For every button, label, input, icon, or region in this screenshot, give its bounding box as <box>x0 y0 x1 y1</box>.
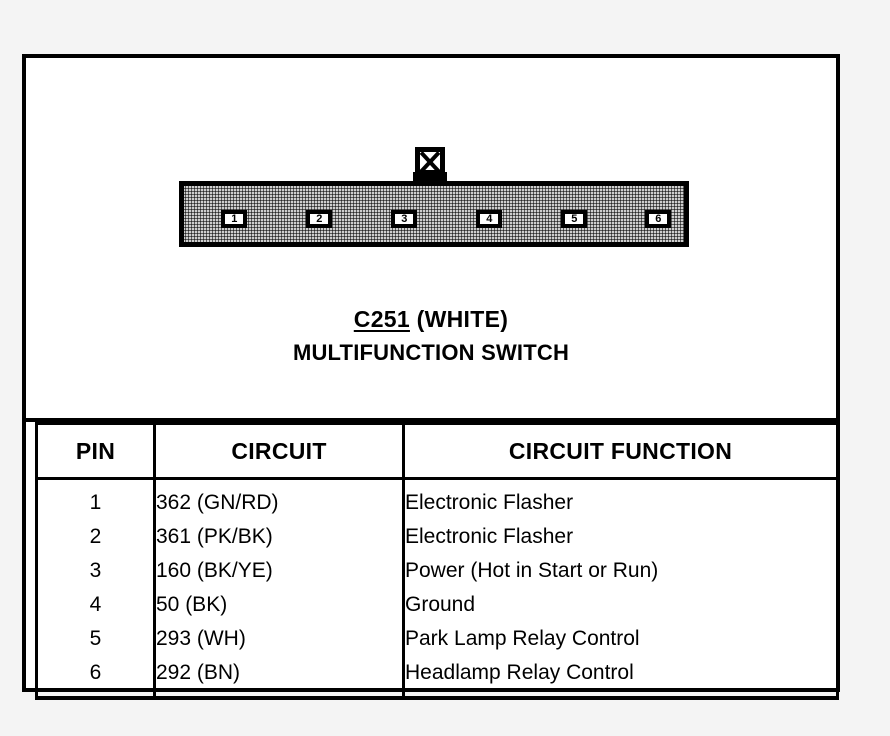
column-header-pin: PIN <box>35 422 156 480</box>
connector-pin-3: 3 <box>391 210 417 228</box>
table-row: 3 160 (BK/YE) Power (Hot in Start or Run… <box>35 554 839 588</box>
cell-circuit: 362 (GN/RD) <box>153 478 405 520</box>
cell-function: Power (Hot in Start or Run) <box>402 554 839 588</box>
cell-circuit: 361 (PK/BK) <box>153 520 405 554</box>
connector-pin-4: 4 <box>476 210 502 228</box>
connector-illustration: 1 2 3 4 5 6 C251 (WHITE) MULTIFUNCTION S… <box>26 58 836 418</box>
table-top-divider <box>26 418 836 422</box>
connector-color <box>410 306 417 332</box>
connector-pin-2: 2 <box>306 210 332 228</box>
cell-circuit: 292 (BN) <box>153 656 405 700</box>
connector-body: 1 2 3 4 5 6 <box>179 181 689 247</box>
cell-circuit: 293 (WH) <box>153 622 405 656</box>
column-header-circuit: CIRCUIT <box>153 422 405 480</box>
column-header-function: CIRCUIT FUNCTION <box>402 422 839 480</box>
cell-circuit: 50 (BK) <box>153 588 405 622</box>
connector-color-value: (WHITE) <box>416 306 509 332</box>
connector-caption-line-1: C251 (WHITE) <box>26 306 836 333</box>
cell-pin: 2 <box>35 520 156 554</box>
cell-pin: 1 <box>35 478 156 520</box>
x-cross-icon <box>420 152 440 170</box>
connector-pin-5: 5 <box>561 210 587 228</box>
table-row: 1 362 (GN/RD) Electronic Flasher <box>35 478 839 520</box>
table-row: 6 292 (BN) Headlamp Relay Control <box>35 656 839 700</box>
connector-figure-frame: 1 2 3 4 5 6 C251 (WHITE) MULTIFUNCTION S… <box>22 54 840 700</box>
pin-table: PIN CIRCUIT CIRCUIT FUNCTION 1 362 (GN/R… <box>35 422 839 700</box>
connector-caption: C251 (WHITE) MULTIFUNCTION SWITCH <box>26 306 836 366</box>
cell-pin: 4 <box>35 588 156 622</box>
connector-code: C251 <box>353 306 410 332</box>
connector-locking-tab <box>415 147 445 175</box>
connector-pin-row: 1 2 3 4 5 6 <box>184 186 684 242</box>
cell-function: Headlamp Relay Control <box>402 656 839 700</box>
cell-function: Ground <box>402 588 839 622</box>
cell-function: Electronic Flasher <box>402 478 839 520</box>
cell-function: Electronic Flasher <box>402 520 839 554</box>
connector-component-name: MULTIFUNCTION SWITCH <box>292 340 570 365</box>
table-row: 4 50 (BK) Ground <box>35 588 839 622</box>
cell-pin: 6 <box>35 656 156 700</box>
pin-table-container: PIN CIRCUIT CIRCUIT FUNCTION 1 362 (GN/R… <box>35 422 839 700</box>
connector-pin-6: 6 <box>645 210 671 228</box>
cell-pin: 3 <box>35 554 156 588</box>
cell-pin: 5 <box>35 622 156 656</box>
table-row: 5 293 (WH) Park Lamp Relay Control <box>35 622 839 656</box>
cell-function: Park Lamp Relay Control <box>402 622 839 656</box>
table-row: 2 361 (PK/BK) Electronic Flasher <box>35 520 839 554</box>
cell-circuit: 160 (BK/YE) <box>153 554 405 588</box>
connector-pin-1: 1 <box>221 210 247 228</box>
table-header-row: PIN CIRCUIT CIRCUIT FUNCTION <box>35 422 839 480</box>
